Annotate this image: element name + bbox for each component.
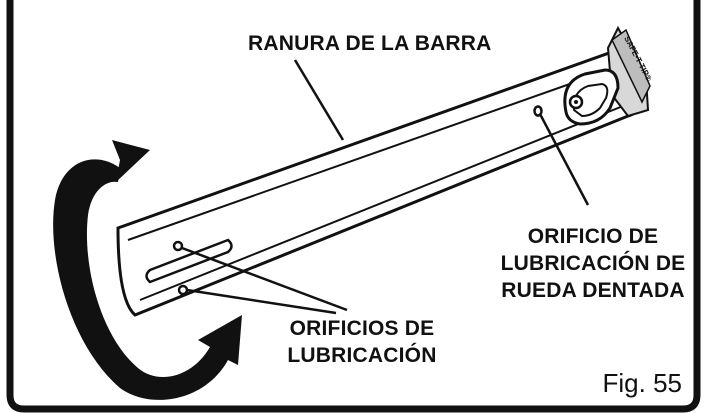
curved-rotation-arrow-icon bbox=[53, 140, 242, 400]
guide-bar bbox=[116, 49, 642, 317]
label-oil-holes-line-1: ORIFICIOS DE bbox=[290, 317, 435, 340]
bar-groove-line bbox=[127, 67, 616, 241]
label-oil-holes: ORIFICIOS DE LUBRICACIÓN bbox=[287, 317, 436, 367]
bar-slot bbox=[145, 238, 233, 284]
leader-bar-groove bbox=[293, 59, 345, 141]
leader-oil-hole-lower bbox=[186, 288, 337, 315]
figure-caption: Fig. 55 bbox=[603, 368, 683, 398]
sprocket-oil-hole bbox=[533, 105, 543, 117]
oil-hole-upper bbox=[172, 240, 184, 252]
leader-oil-hole-upper bbox=[181, 246, 348, 312]
label-sprocket-oil-hole: ORIFICIO DE LUBRICACIÓN DE RUEDA DENTADA bbox=[501, 225, 686, 302]
label-sprocket-oil-hole-line-3: RUEDA DENTADA bbox=[501, 279, 684, 302]
oil-hole-lower bbox=[177, 284, 189, 296]
label-sprocket-oil-hole-line-1: ORIFICIO DE bbox=[528, 225, 659, 248]
safe-t-tip-guard: SAFE-T-TIP® bbox=[563, 25, 653, 126]
label-bar-groove: RANURA DE LA BARRA bbox=[248, 32, 492, 55]
label-oil-holes-line-2: LUBRICACIÓN bbox=[287, 343, 436, 367]
leader-sprocket-oil-hole bbox=[538, 113, 590, 206]
figure-frame bbox=[6, 0, 701, 413]
label-sprocket-oil-hole-line-2: LUBRICACIÓN DE bbox=[501, 251, 686, 275]
